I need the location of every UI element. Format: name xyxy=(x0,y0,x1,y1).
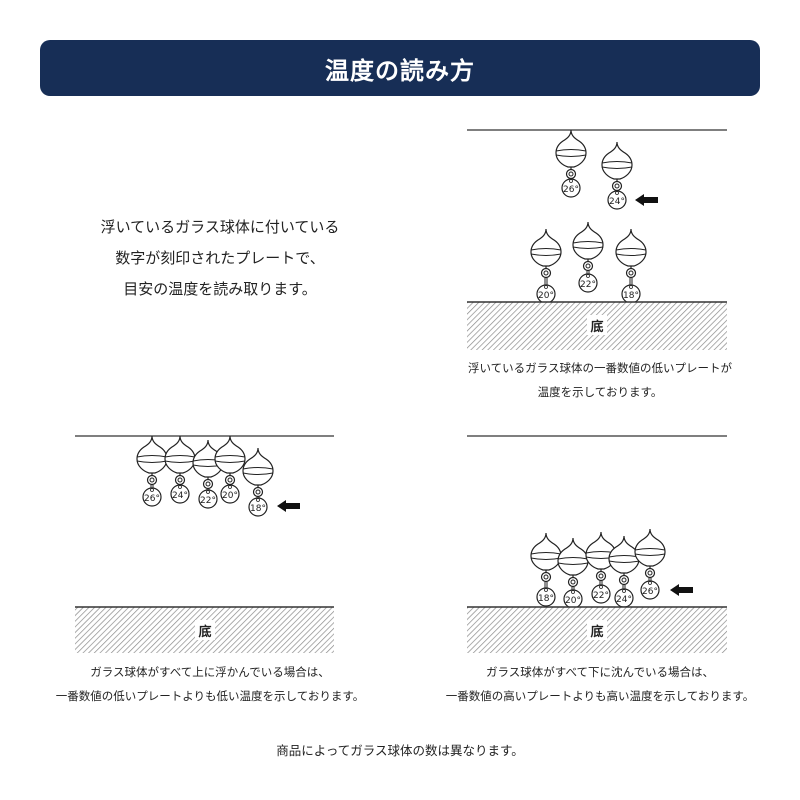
intro-line: 目安の温度を読み取ります。 xyxy=(123,280,317,298)
glass-ball-icon: 24° xyxy=(601,141,633,210)
temperature-plate xyxy=(198,489,218,509)
footer-note: 商品によってガラス球体の数は異なります。 xyxy=(276,743,524,758)
glass-ball-icon: 26° xyxy=(555,129,587,198)
plate-label: 20° xyxy=(222,491,238,501)
glass-ball-icon: 24° xyxy=(608,535,640,608)
floor-label: 底 xyxy=(198,624,211,640)
left-arrow-icon xyxy=(635,194,658,206)
caption-line: ガラス球体がすべて下に沈んでいる場合は、 xyxy=(486,665,714,679)
temperature-plate xyxy=(561,178,581,198)
intro-line: 浮いているガラス球体に付いている xyxy=(100,218,340,236)
glass-ball-icon: 26° xyxy=(136,435,168,507)
caption-all-sunk: ガラス球体がすべて下に沈んでいる場合は、 一番数値の高いプレートよりも高い温度を… xyxy=(410,660,790,708)
plate-label: 26° xyxy=(563,185,579,195)
temperature-plate xyxy=(578,273,598,293)
glass-ball-icon: 18° xyxy=(242,447,274,517)
temperature-plate xyxy=(536,587,556,607)
glass-ball-icon: 18° xyxy=(615,228,647,304)
intro-line: 数字が刻印されたプレートで、 xyxy=(115,249,325,267)
plate-label: 26° xyxy=(642,587,658,597)
glass-ball-icon: 22° xyxy=(585,531,617,604)
panel-all-sunk: 18° 20° 22° 24° xyxy=(467,435,727,653)
caption-all-floating: ガラス球体がすべて上に浮かんでいる場合は、 一番数値の低いプレートよりも低い温度… xyxy=(20,660,400,708)
glass-ball-icon: 20° xyxy=(530,228,562,304)
plate-label: 20° xyxy=(565,596,581,606)
plate-label: 22° xyxy=(593,591,609,601)
caption-line: ガラス球体がすべて上に浮かんでいる場合は、 xyxy=(90,665,330,679)
plate-label: 18° xyxy=(250,504,266,514)
glass-ball-icon: 22° xyxy=(192,439,224,509)
caption-line: 一番数値の低いプレートよりも低い温度を示しております。 xyxy=(55,689,365,703)
plate-label: 24° xyxy=(172,491,188,501)
plate-label: 18° xyxy=(538,594,554,604)
temperature-plate xyxy=(607,190,627,210)
floor-label: 底 xyxy=(590,319,603,335)
left-arrow-icon xyxy=(670,584,693,596)
left-arrow-icon xyxy=(277,500,300,512)
caption-line: 温度を示しております。 xyxy=(537,385,663,399)
glass-ball-icon: 20° xyxy=(557,537,589,609)
glass-ball-icon: 18° xyxy=(530,532,562,607)
temperature-plate xyxy=(170,484,190,504)
plate-label: 24° xyxy=(609,197,625,207)
plate-label: 26° xyxy=(144,494,160,504)
temperature-plate xyxy=(591,584,611,604)
caption-line: 浮いているガラス球体の一番数値の低いプレートが xyxy=(468,361,732,375)
glass-ball-icon: 20° xyxy=(214,435,246,504)
plate-label: 22° xyxy=(580,280,596,290)
panel-all-floating: 26° 24° 22° 20° xyxy=(75,435,334,653)
floor-label: 底 xyxy=(590,624,603,640)
temperature-plate xyxy=(220,484,240,504)
caption-line: 一番数値の高いプレートよりも高い温度を示しております。 xyxy=(445,689,755,703)
temperature-plate xyxy=(142,487,162,507)
caption-mixed: 浮いているガラス球体の一番数値の低いプレートが 温度を示しております。 xyxy=(420,356,780,404)
plate-label: 18° xyxy=(623,291,639,301)
page-title: 温度の読み方 xyxy=(325,56,475,85)
plate-label: 24° xyxy=(616,595,632,605)
plate-label: 22° xyxy=(200,496,216,506)
glass-ball-icon: 26° xyxy=(634,528,666,600)
glass-ball-icon: 24° xyxy=(164,435,196,504)
intro-text: 浮いているガラス球体に付いている 数字が刻印されたプレートで、 目安の温度を読み… xyxy=(40,212,400,305)
glass-ball-icon: 22° xyxy=(572,221,604,293)
temperature-plate xyxy=(248,497,268,517)
panel-mixed: 26° 24° 20° 22° xyxy=(467,129,727,350)
plate-label: 20° xyxy=(538,291,554,301)
header-banner: 温度の読み方 xyxy=(40,40,760,96)
temperature-plate xyxy=(640,580,660,600)
